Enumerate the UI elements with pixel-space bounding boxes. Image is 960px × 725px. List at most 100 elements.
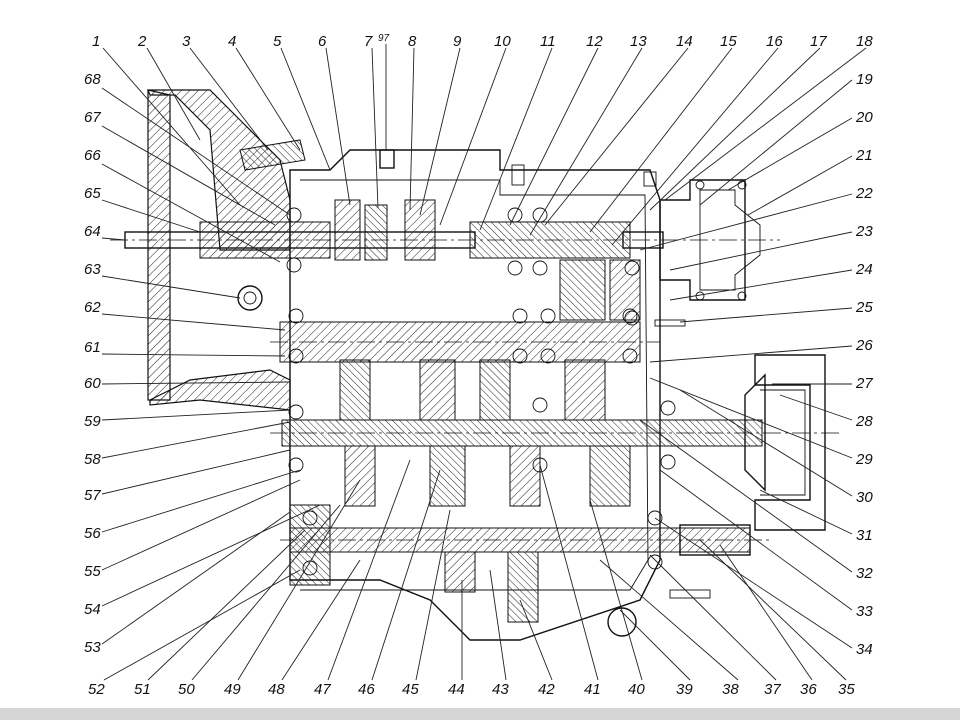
callout-label: 27 [855,375,873,392]
output-flange-cup [754,354,826,531]
callout-label: 41 [584,681,601,698]
bearing [286,207,302,273]
callout-label: 25 [855,299,873,316]
callout-label: 58 [84,451,101,468]
callout-label: 12 [586,33,603,50]
callout-label: 68 [84,71,101,88]
callout-label: 26 [855,337,873,354]
bearing [647,510,663,570]
bearing [532,397,548,473]
callout-label: 97 [378,33,390,44]
output-shaft [270,373,840,492]
callout-label: 24 [855,261,873,278]
countershaft [270,319,686,363]
callout-label: 9 [453,33,462,50]
bell-housing-flange [147,89,306,411]
callout-label: 2 [137,33,147,50]
callouts-right: 19 20 21 22 23 24 25 26 27 28 29 30 31 3… [855,71,873,658]
callout-label: 30 [856,489,873,506]
release-fork-pivot [237,285,263,311]
leader-lines [101,44,867,681]
callout-label: 48 [268,681,285,698]
callout-label: 34 [856,641,873,658]
callout-label: 33 [856,603,873,620]
callout-label: 44 [448,681,465,698]
callout-label: 31 [856,527,873,544]
callout-label: 37 [764,681,781,698]
callout-label: 38 [722,681,739,698]
callout-label: 5 [273,33,282,50]
callout-label: 18 [856,33,873,50]
callouts-bottom: 52 51 50 49 48 47 46 45 44 43 42 41 40 3… [88,681,855,698]
callout-label: 60 [84,375,101,392]
callout-label: 11 [540,33,556,50]
callout-label: 45 [402,681,419,698]
callout-label: 57 [84,487,101,504]
callout-label: 50 [178,681,195,698]
callout-label: 35 [838,681,855,698]
callout-label: 23 [855,223,873,240]
callout-label: 51 [134,681,151,698]
bearing [540,308,556,364]
callout-label: 8 [408,33,417,50]
bearing [532,207,548,276]
callout-label: 36 [800,681,817,698]
drain-bolt [669,589,711,599]
callout-label: 22 [855,185,873,202]
callout-label: 21 [855,147,873,164]
callout-label: 63 [84,261,101,278]
callout-label: 39 [676,681,693,698]
bearings [286,207,676,576]
callouts-left: 68 67 66 65 64 63 62 61 60 59 58 57 56 5… [84,71,101,656]
bearing [624,260,640,326]
callout-label: 4 [228,33,236,50]
callout-label: 1 [92,33,100,50]
upper-output-flange [622,179,761,301]
callout-label: 46 [358,681,375,698]
gear-set [334,199,641,623]
callout-label: 42 [538,681,555,698]
callout-label: 6 [318,33,327,50]
callout-label: 15 [720,33,737,50]
callout-label: 40 [628,681,645,698]
callout-label: 67 [84,109,101,126]
callout-label: 3 [182,33,191,50]
callout-label: 53 [84,639,101,656]
callout-label: 20 [855,109,873,126]
callout-label: 32 [856,565,873,582]
bearing [660,400,676,470]
bottom-strip [0,708,960,720]
callout-label: 59 [84,413,101,430]
callout-label: 65 [84,185,101,202]
callout-label: 47 [314,681,331,698]
drain-plug [607,607,637,637]
bearing [507,207,523,276]
callout-label: 49 [224,681,241,698]
shaft-bolt [654,319,686,327]
callout-label: 13 [630,33,647,50]
callout-label: 17 [810,33,827,50]
bearing [512,308,528,364]
breather-plug [379,149,395,169]
callouts-top: 1 2 3 4 5 6 7 97 8 9 10 11 12 13 14 15 1… [92,33,873,50]
callout-label: 64 [84,223,101,240]
bearing [288,404,304,473]
callout-label: 62 [84,299,101,316]
callout-label: 19 [856,71,873,88]
callout-label: 56 [84,525,101,542]
callout-label: 55 [84,563,101,580]
callout-label: 52 [88,681,105,698]
callout-label: 14 [676,33,693,50]
callout-label: 43 [492,681,509,698]
callout-label: 61 [84,339,101,356]
callout-label: 54 [84,601,101,618]
input-shaft [110,221,780,259]
callout-label: 7 [364,33,373,50]
bearing [302,510,318,576]
callout-label: 29 [855,451,873,468]
callout-label: 10 [494,33,511,50]
callout-label: 28 [855,413,873,430]
bearing [288,308,304,364]
